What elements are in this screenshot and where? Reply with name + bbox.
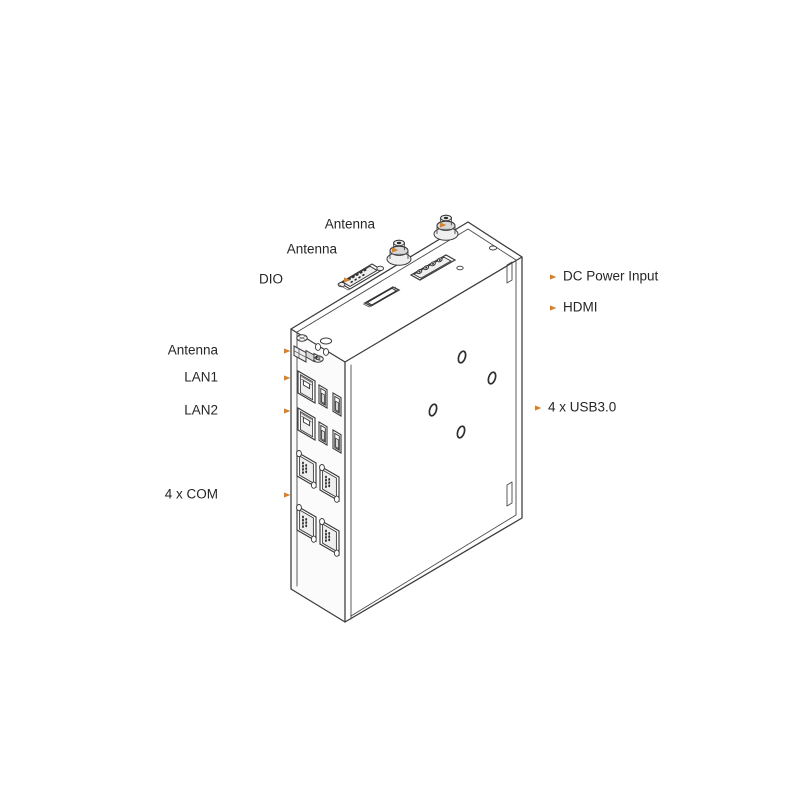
com-port-3-icon [296, 504, 317, 543]
callout-label-usb: 4 x USB3.0 [548, 400, 616, 415]
antenna-connector-2-icon [386, 239, 412, 266]
front-mark-1 [457, 350, 467, 364]
lan2-port-icon [297, 406, 316, 442]
usb3-port-4-icon [332, 429, 342, 454]
body-outline [290, 221, 523, 623]
lan1-port-icon [297, 369, 316, 405]
status-led-hole-2 [322, 348, 330, 356]
callout-usb: 4 x USB3.0 [333, 400, 616, 415]
top-inner-edge [296, 228, 517, 333]
callout-dio: DIO [259, 272, 351, 287]
dc-power-connector-icon [409, 254, 457, 281]
callout-antenna-top: Antenna [325, 217, 447, 232]
callout-hdmi: HDMI [398, 300, 598, 315]
top-face-components [296, 214, 498, 363]
callout-antenna-mid: Antenna [287, 242, 399, 257]
usb3-port-2-icon [332, 392, 342, 417]
com-port-4-icon [319, 518, 340, 557]
callout-label-antenna-side: Antenna [168, 343, 219, 358]
callout-lan1: LAN1 [184, 370, 291, 385]
callout-label-lan1: LAN1 [184, 370, 218, 385]
top-vent-hole-2 [488, 245, 498, 251]
mounting-slot-bottom [506, 481, 513, 507]
front-mark-2 [487, 371, 497, 385]
callout-label-lan2: LAN2 [184, 403, 218, 418]
io-side-components [293, 343, 342, 557]
callout-layer: Antenna Antenna DIO Antenna LAN1 LAN2 [165, 217, 659, 502]
antenna-connector-1-icon [433, 214, 459, 241]
callout-lan2: LAN2 [184, 403, 291, 418]
callout-dc-power: DC Power Input [437, 269, 659, 284]
callout-label-dio: DIO [259, 272, 283, 287]
callout-label-com: 4 x COM [165, 487, 218, 502]
usb3-port-1-icon [318, 384, 328, 409]
callout-label-antenna-top: Antenna [325, 217, 376, 232]
com-port-1-icon [296, 450, 317, 489]
callout-com: 4 x COM [165, 487, 291, 502]
bottom-inner-edge [350, 514, 517, 617]
callout-label-antenna-mid: Antenna [287, 242, 338, 257]
top-vent-hole [319, 337, 333, 345]
callout-label-dc-power: DC Power Input [563, 269, 659, 284]
status-led-hole-1 [314, 343, 322, 351]
com-port-2-icon [319, 464, 340, 503]
callout-antenna-side: Antenna [168, 343, 291, 358]
hdmi-port-icon [363, 286, 401, 308]
antenna-connector-3-icon [293, 345, 320, 363]
usb3-port-3-icon [318, 421, 328, 446]
top-vent-hole-3 [456, 265, 464, 271]
callout-label-hdmi: HDMI [563, 300, 598, 315]
top-face [291, 222, 522, 362]
front-face [345, 257, 522, 622]
dio-connector-icon [337, 263, 385, 291]
front-mark-4 [456, 425, 466, 439]
